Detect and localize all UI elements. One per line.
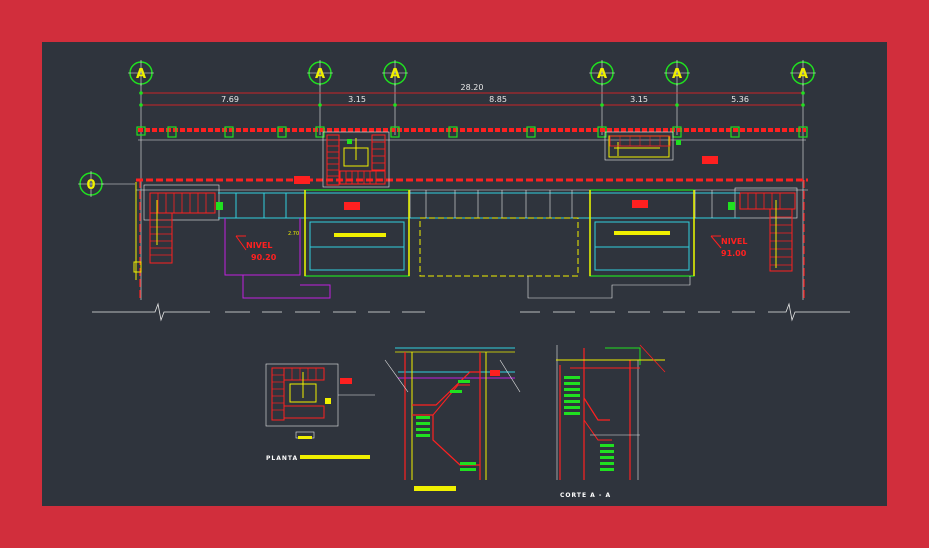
corridor-dividers — [409, 190, 713, 218]
drawing-area — [42, 42, 887, 506]
axis-bubble[interactable]: A — [790, 60, 816, 86]
axis-label: A — [390, 67, 400, 82]
axis-label: A — [597, 67, 607, 82]
middle-wall — [136, 178, 808, 191]
dim-segment: 3.15 — [630, 95, 648, 104]
level-value: 90.20 — [251, 253, 277, 262]
axis-label: A — [672, 67, 682, 82]
room-central-dashed — [419, 217, 579, 277]
annex-left — [224, 218, 331, 299]
axis-lines — [140, 84, 804, 300]
annex-right — [527, 276, 691, 299]
stair-right — [728, 180, 805, 300]
stair-left — [133, 180, 223, 300]
axis-bubble[interactable]: A — [307, 60, 333, 86]
dim-overall: 28.20 — [461, 83, 484, 92]
level-word: NIVEL — [721, 237, 747, 246]
top-wall — [136, 126, 808, 141]
dim-segment: 7.69 — [221, 95, 239, 104]
level-value: 91.00 — [721, 249, 747, 258]
axis-bubble[interactable]: A — [589, 60, 615, 86]
plan-label: PLANTA — [266, 455, 298, 462]
room-central-left: 2.70 — [288, 189, 410, 277]
room-central-right — [589, 189, 695, 277]
axis-label: A — [136, 67, 146, 82]
small-note: 2.70 — [288, 231, 299, 237]
stair-upper-right — [604, 131, 681, 161]
dimension-line-overall: 28.20 — [141, 83, 803, 94]
axis-label: 0 — [86, 178, 95, 193]
dim-segment: 5.36 — [731, 95, 749, 104]
level-word: NIVEL — [246, 241, 272, 250]
dimension-line-segments: 7.69 3.15 8.85 3.15 5.36 — [139, 91, 805, 107]
dim-segment: 8.85 — [489, 95, 507, 104]
dim-segment: 3.15 — [348, 95, 366, 104]
axis-label: A — [798, 67, 808, 82]
red-tags — [294, 156, 718, 210]
axis-bubble[interactable]: A — [664, 60, 690, 86]
axis-bubble[interactable]: A — [128, 60, 154, 86]
corridor-band — [218, 192, 740, 219]
detail-section-2: CORTE A - A — [556, 344, 666, 499]
section-label: CORTE A - A — [560, 492, 611, 499]
stair-upper-left — [322, 131, 390, 188]
detail-section-1 — [384, 347, 521, 491]
axis-label: A — [315, 67, 325, 82]
axis-bubble-left[interactable]: 0 — [78, 171, 135, 197]
break-line — [92, 302, 850, 322]
detail-plan: PLANTA — [265, 363, 375, 462]
level-label-right: NIVEL 91.00 — [710, 235, 747, 258]
level-label-left: NIVEL 90.20 — [235, 235, 277, 262]
axis-bubble[interactable]: A — [382, 60, 408, 86]
